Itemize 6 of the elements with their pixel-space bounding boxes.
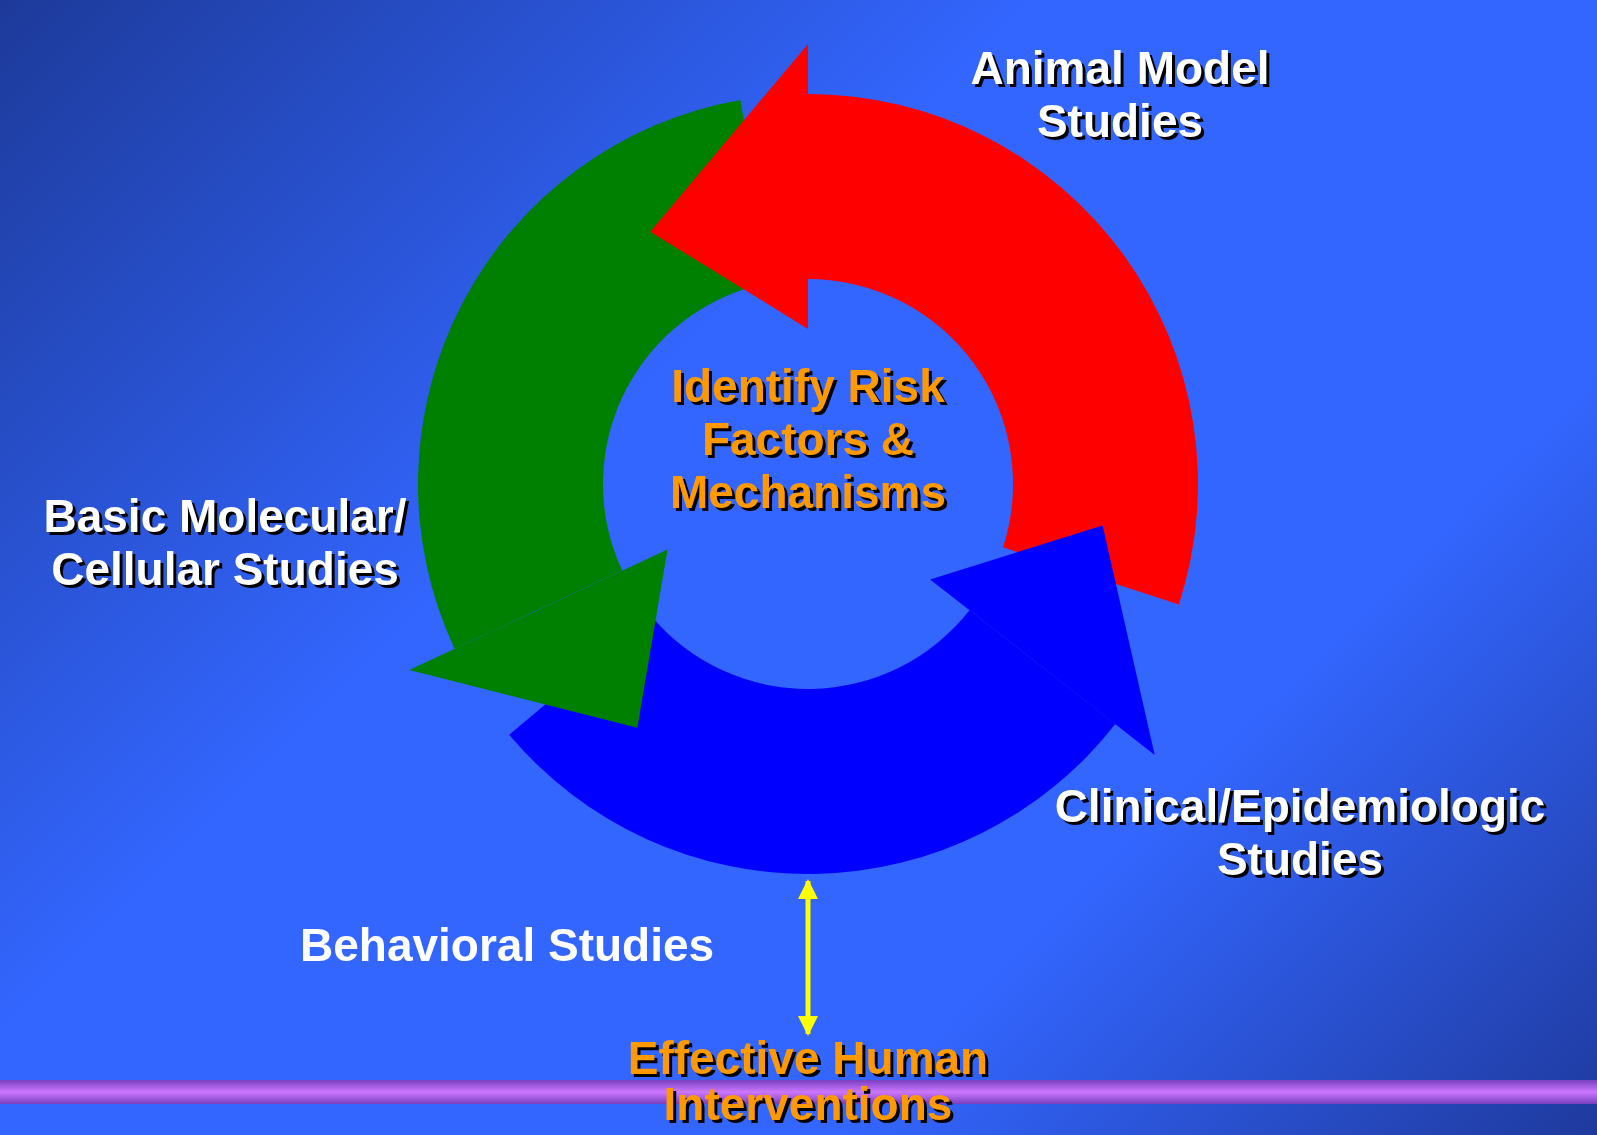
double-arrow: [798, 879, 818, 1036]
edge-label: Behavioral Studies: [300, 918, 715, 972]
step-label: Clinical/Epidemiologic Studies: [1010, 780, 1590, 886]
step-label: Animal Model Studies: [920, 42, 1320, 148]
step-label: Basic Molecular/ Cellular Studies: [10, 490, 440, 596]
center-label: Identify Risk Factors & Mechanisms: [588, 360, 1028, 519]
